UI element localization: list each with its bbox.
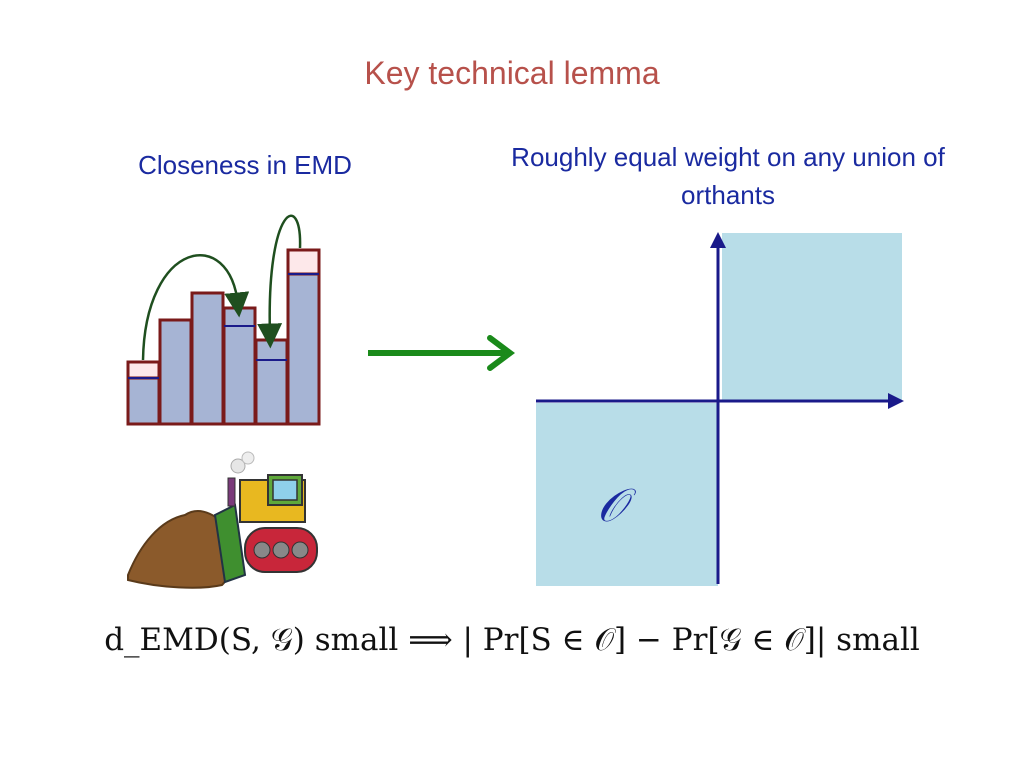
- orthant-label: 𝒪: [597, 478, 626, 532]
- histogram-bar: [222, 306, 257, 426]
- orthant-region-positive: [722, 233, 902, 401]
- axes: [536, 245, 893, 584]
- histogram-level-lines: [128, 273, 319, 379]
- lemma-formula: d_EMD(S, 𝒢) small ⟹ | Pr[S ∈ 𝒪] − Pr[𝒢 ∈…: [104, 622, 920, 658]
- orthant-heading: Roughly equal weight on any union of ort…: [511, 142, 945, 210]
- emd-move-arrows: [141, 214, 302, 361]
- x-axis-arrowhead: [888, 393, 904, 409]
- slide-title: Key technical lemma: [364, 55, 660, 91]
- emd-heading: Closeness in EMD: [138, 150, 352, 180]
- histogram-bar: [190, 291, 225, 426]
- orthant-region-negative: [536, 403, 718, 586]
- bulldozer-body: [213, 451, 318, 584]
- histogram-bar: [254, 338, 289, 426]
- histogram-bar: [286, 248, 321, 426]
- y-axis-arrowhead: [710, 232, 726, 248]
- histogram-bars: [126, 248, 321, 426]
